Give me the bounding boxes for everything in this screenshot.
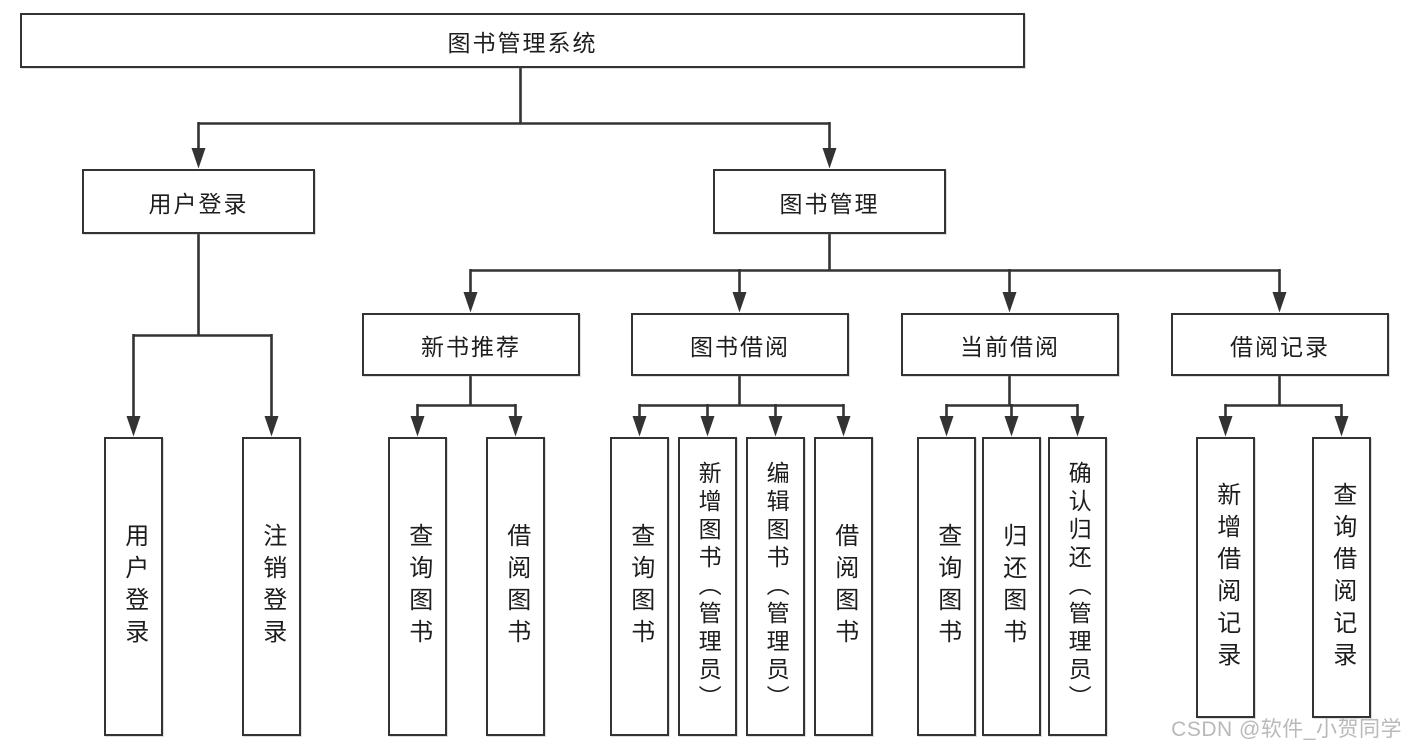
- connector-user-login-to-leaves: [126, 233, 279, 437]
- arrowhead-down-icon: [463, 292, 478, 313]
- arrowhead-down-icon: [836, 416, 851, 437]
- leaf-return-books: 归还图书: [982, 437, 1041, 736]
- arrowhead-down-icon: [939, 416, 954, 437]
- arrowhead-down-icon: [1334, 416, 1349, 437]
- csdn-watermark: CSDN @软件_小贺同学: [1171, 718, 1402, 741]
- node-label: 当前借阅: [960, 333, 1060, 360]
- node-book-borrowing: 图书借阅: [631, 313, 849, 376]
- connector-line: [1224, 375, 1343, 420]
- connector-new-book-recommendation-to-leaves: [410, 375, 523, 437]
- leaf-label: 编辑图书（管理员）: [763, 460, 790, 713]
- leaf-label: 新增借阅记录: [1212, 481, 1240, 674]
- arrowhead-down-icon: [126, 416, 141, 437]
- leaf-label: 借阅图书: [830, 522, 858, 651]
- leaf-borrow-books-recommend: 借阅图书: [486, 437, 545, 736]
- connector-book-management-to-level3: [463, 233, 1287, 313]
- connector-line: [132, 233, 273, 419]
- connector-line: [638, 375, 845, 420]
- arrowhead-down-icon: [410, 416, 425, 437]
- connector-line: [945, 375, 1079, 420]
- node-new-book-recommendation: 新书推荐: [362, 313, 580, 376]
- node-current-borrowing: 当前借阅: [901, 313, 1119, 376]
- leaf-label: 确认归还（管理员）: [1065, 460, 1092, 713]
- arrowhead-down-icon: [1272, 292, 1287, 313]
- leaf-borrow-books: 借阅图书: [814, 437, 873, 736]
- arrowhead-down-icon: [1218, 416, 1233, 437]
- leaf-query-books-current: 查询图书: [917, 437, 976, 736]
- connector-current-borrowing-to-leaves: [939, 375, 1085, 437]
- leaf-label: 新增图书（管理员）: [695, 460, 722, 713]
- arrowhead-down-icon: [508, 416, 523, 437]
- node-label: 借阅记录: [1230, 333, 1330, 360]
- node-label: 新书推荐: [421, 333, 521, 360]
- arrowhead-down-icon: [732, 292, 747, 313]
- connector-book-borrowing-to-leaves: [632, 375, 851, 437]
- arrowhead-down-icon: [822, 148, 837, 169]
- arrowhead-down-icon: [1004, 416, 1019, 437]
- leaf-add-books-admin: 新增图书（管理员）: [678, 437, 737, 736]
- connector-line: [197, 67, 831, 150]
- node-label: 用户登录: [148, 190, 249, 217]
- node-borrowing-records: 借阅记录: [1171, 313, 1389, 376]
- leaf-label: 用户登录: [120, 522, 148, 651]
- arrowhead-down-icon: [768, 416, 783, 437]
- leaf-label: 借阅图书: [502, 522, 530, 651]
- leaf-query-books-recommend: 查询图书: [388, 437, 447, 736]
- node-label: 图书借阅: [690, 333, 790, 360]
- leaf-label: 查询图书: [626, 522, 654, 651]
- leaf-confirm-return-admin: 确认归还（管理员）: [1048, 437, 1107, 736]
- leaf-label: 查询借阅记录: [1328, 481, 1356, 674]
- leaf-label: 归还图书: [998, 522, 1026, 651]
- leaf-label: 注销登录: [258, 522, 286, 651]
- node-label: 图书管理系统: [447, 29, 598, 56]
- connector-line: [469, 233, 1281, 294]
- connector-line: [416, 375, 517, 420]
- leaf-label: 查询图书: [404, 522, 432, 651]
- leaf-edit-books-admin: 编辑图书（管理员）: [746, 437, 805, 736]
- leaf-user-login: 用户登录: [104, 437, 163, 736]
- leaf-query-borrow-record: 查询借阅记录: [1312, 437, 1371, 718]
- leaf-query-books-borrowing: 查询图书: [610, 437, 669, 736]
- node-book-management: 图书管理: [713, 169, 946, 234]
- node-library-management-system: 图书管理系统: [20, 13, 1025, 68]
- arrowhead-down-icon: [1002, 292, 1017, 313]
- node-label: 图书管理: [779, 190, 880, 217]
- node-user-login: 用户登录: [82, 169, 315, 234]
- arrowhead-down-icon: [191, 148, 206, 169]
- leaf-add-borrow-record: 新增借阅记录: [1196, 437, 1255, 718]
- arrowhead-down-icon: [1070, 416, 1085, 437]
- arrowhead-down-icon: [264, 416, 279, 437]
- connector-borrowing-records-to-leaves: [1218, 375, 1349, 437]
- arrowhead-down-icon: [632, 416, 647, 437]
- connector-root-to-level2: [191, 67, 837, 169]
- leaf-label: 查询图书: [933, 522, 961, 651]
- arrowhead-down-icon: [700, 416, 715, 437]
- leaf-logout: 注销登录: [242, 437, 301, 736]
